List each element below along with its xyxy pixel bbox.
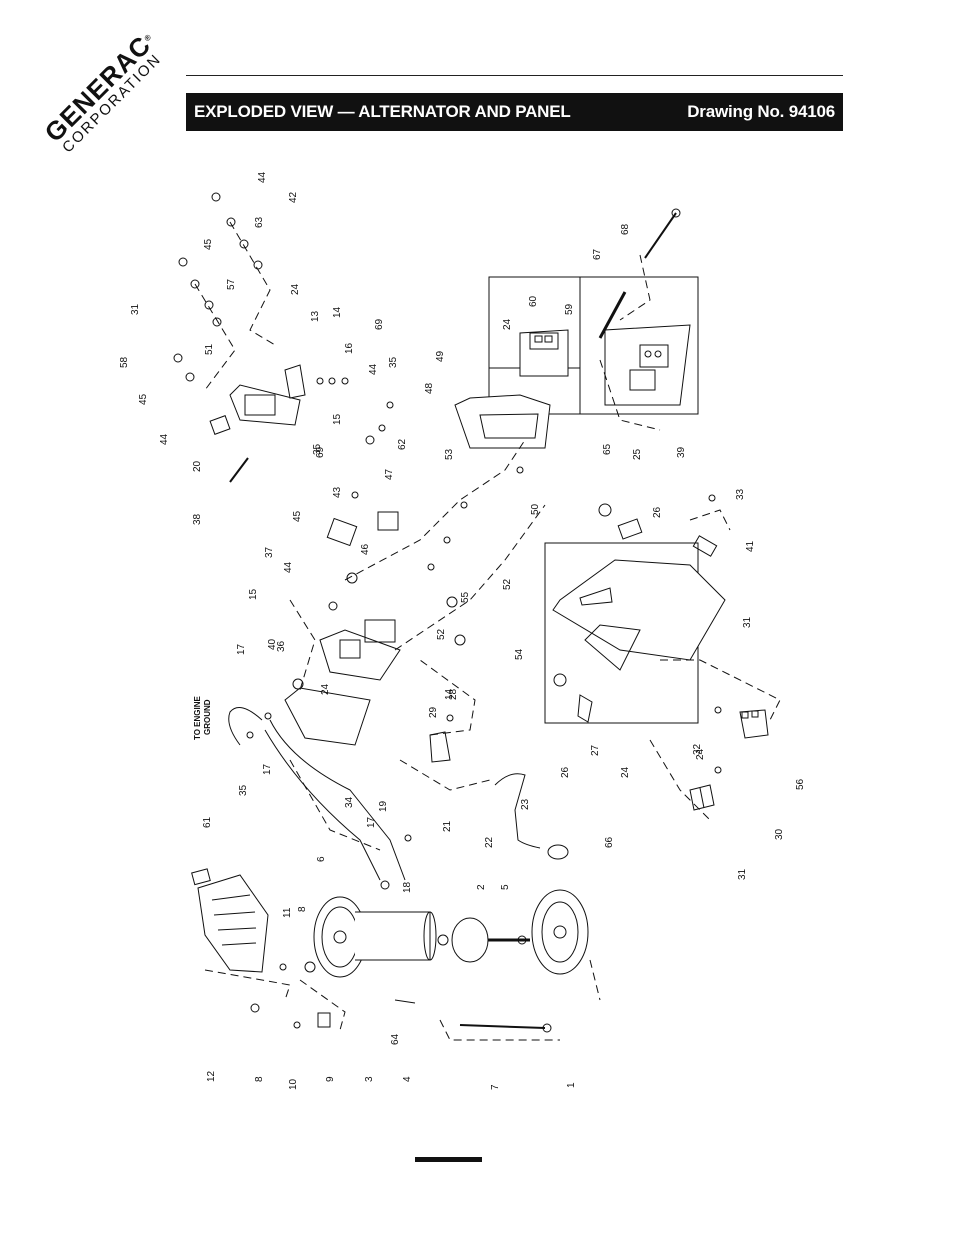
callout-label: 17 <box>236 643 247 655</box>
callout-label: 35 <box>238 784 249 796</box>
callout-label: 25 <box>632 448 643 460</box>
callout-label: 33 <box>735 488 746 500</box>
callout-label: 56 <box>795 778 806 790</box>
callout-label: 24 <box>502 318 513 330</box>
callout-label: 24 <box>620 766 631 778</box>
callout-label: 40 <box>267 638 278 650</box>
callout-label: 13 <box>310 310 321 322</box>
callout-label: 65 <box>602 443 613 455</box>
callout-label: 15 <box>332 413 343 425</box>
callout-label: 53 <box>444 448 455 460</box>
callout-label: 35 <box>388 356 399 368</box>
callout-label: 14 <box>332 306 343 318</box>
callout-label: 21 <box>442 820 453 832</box>
callout-label: 1 <box>566 1082 577 1088</box>
callout-label: 44 <box>368 363 379 375</box>
callout-label: 39 <box>676 446 687 458</box>
page-title: EXPLODED VIEW — ALTERNATOR AND PANEL <box>194 102 571 121</box>
callout-label: 47 <box>384 468 395 480</box>
callout-label: 18 <box>402 881 413 893</box>
callout-label: 44 <box>159 433 170 445</box>
title-bar: EXPLODED VIEW — ALTERNATOR AND PANEL Dra… <box>186 93 843 131</box>
callout-label: 55 <box>460 591 471 603</box>
callout-label: 15 <box>248 588 259 600</box>
callout-label: 45 <box>138 393 149 405</box>
callout-label: 50 <box>530 503 541 515</box>
callout-label: 23 <box>520 798 531 810</box>
callout-label: 35 <box>312 443 323 455</box>
callout-label: 43 <box>332 486 343 498</box>
footer-rule <box>415 1157 482 1162</box>
callout-label: 24 <box>695 748 706 760</box>
callout-label: 44 <box>257 171 268 183</box>
callout-label: 69 <box>315 446 326 458</box>
callout-label: 22 <box>484 836 495 848</box>
callout-label: 11 <box>282 907 293 918</box>
callout-label: 16 <box>344 342 355 354</box>
callout-label: 4 <box>402 1076 413 1082</box>
callout-label: 37 <box>264 546 275 558</box>
callout-label: 62 <box>397 438 408 450</box>
callout-label: 17 <box>366 816 377 828</box>
callout-label: 46 <box>360 543 371 555</box>
callout-label: 44 <box>283 561 294 573</box>
callout-label: 38 <box>192 513 203 525</box>
callout-label: 32 <box>692 743 703 755</box>
callout-label: 14 <box>444 688 455 700</box>
callout-label: 61 <box>202 816 213 828</box>
callout-label: 64 <box>390 1033 401 1045</box>
callout-label: 31 <box>130 303 141 315</box>
callout-label: 67 <box>592 248 603 260</box>
callout-label: 26 <box>652 506 663 518</box>
callout-label: 48 <box>424 382 435 394</box>
callout-label: 45 <box>203 238 214 250</box>
callout-label: 17 <box>262 763 273 775</box>
callout-label: 45 <box>292 510 303 522</box>
callout-label: 52 <box>502 578 513 590</box>
callout-label: 5 <box>500 884 511 890</box>
callout-label: 20 <box>192 460 203 472</box>
callout-label: 31 <box>742 616 753 628</box>
callout-label: 29 <box>428 706 439 718</box>
callout-label: 66 <box>604 836 615 848</box>
callout-label: 3 <box>364 1076 375 1082</box>
callout-label: 34 <box>344 796 355 808</box>
callout-label: 49 <box>435 350 446 362</box>
callout-label: 30 <box>774 828 785 840</box>
callout-label: 24 <box>290 283 301 295</box>
callout-label: 59 <box>564 303 575 315</box>
callout-label: 54 <box>514 648 525 660</box>
callout-label: 8 <box>254 1076 265 1082</box>
callout-label: 27 <box>590 744 601 756</box>
callout-label: 9 <box>325 1076 336 1082</box>
callout-label: 42 <box>288 191 299 203</box>
callout-label: 60 <box>528 295 539 307</box>
note-to-engine: TO ENGINE <box>193 695 202 740</box>
callout-label: 31 <box>737 868 748 880</box>
callout-label: 63 <box>254 216 265 228</box>
callout-label: 57 <box>226 278 237 290</box>
callout-label: 28 <box>448 688 459 700</box>
callout-label: 68 <box>620 223 631 235</box>
control-box-outline <box>488 276 699 415</box>
drawing-number: Drawing No. 94106 <box>687 102 835 121</box>
callout-label: 10 <box>288 1078 299 1090</box>
header-rule <box>186 75 843 76</box>
callout-label: 26 <box>560 766 571 778</box>
callout-label: 52 <box>436 628 447 640</box>
callout-label: 36 <box>276 640 287 652</box>
callout-label: 8 <box>297 906 308 912</box>
callout-label: 12 <box>206 1070 217 1082</box>
callout-label: 6 <box>316 856 327 862</box>
callout-label: 7 <box>490 1084 501 1090</box>
callout-label: 41 <box>745 540 756 552</box>
callout-label: 2 <box>476 884 487 890</box>
callout-label: 51 <box>204 343 215 355</box>
callout-label: 58 <box>119 356 130 368</box>
callout-label: 69 <box>374 318 385 330</box>
callout-label: 24 <box>320 683 331 695</box>
note-ground: GROUND <box>203 699 212 735</box>
callout-label: 19 <box>378 800 389 812</box>
